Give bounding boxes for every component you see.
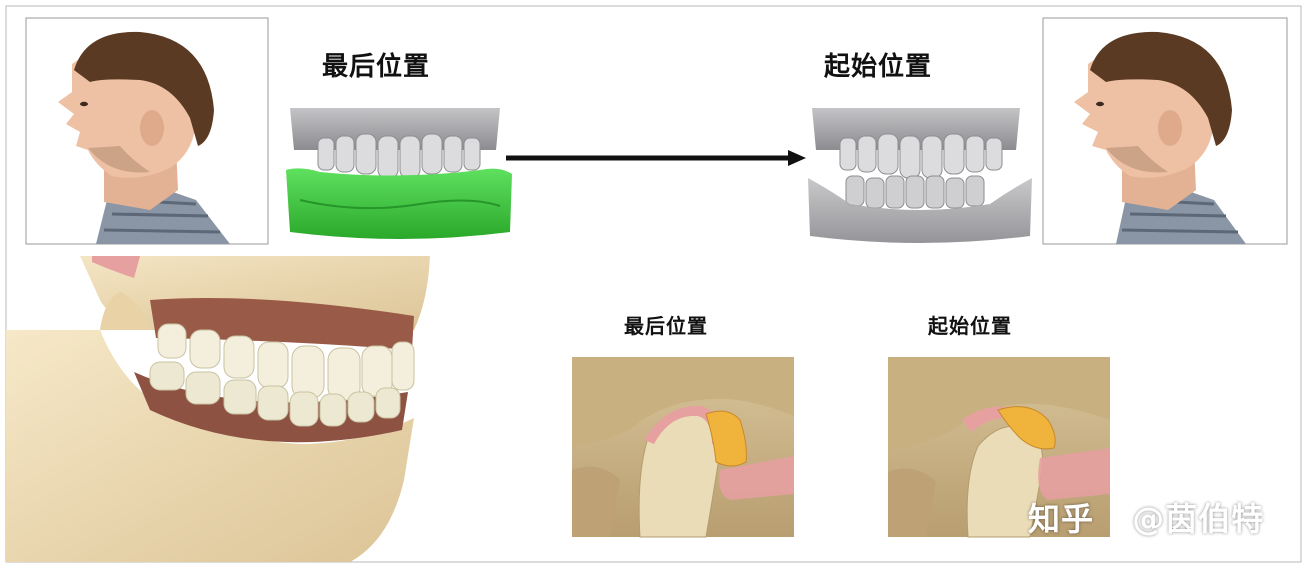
label-start-position-top: 起始位置 [824,52,933,82]
profile-photo-left [25,17,269,245]
profile-photo-right [1042,17,1288,245]
transition-arrow [506,150,806,166]
jaw-illustration [6,256,430,562]
watermark: 知乎 @茵伯特 [1028,494,1264,540]
label-start-position-tmj: 起始位置 [928,314,1012,338]
dental-model-start [808,108,1032,243]
label-final-position-tmj: 最后位置 [624,314,708,338]
dental-model-final [286,108,512,239]
watermark-author: @茵伯特 [1132,500,1265,538]
tmj-panel-final [572,357,794,538]
label-final-position-top: 最后位置 [322,52,431,82]
tmj-panel-start [888,357,1110,538]
watermark-platform: 知乎 [1028,500,1095,538]
